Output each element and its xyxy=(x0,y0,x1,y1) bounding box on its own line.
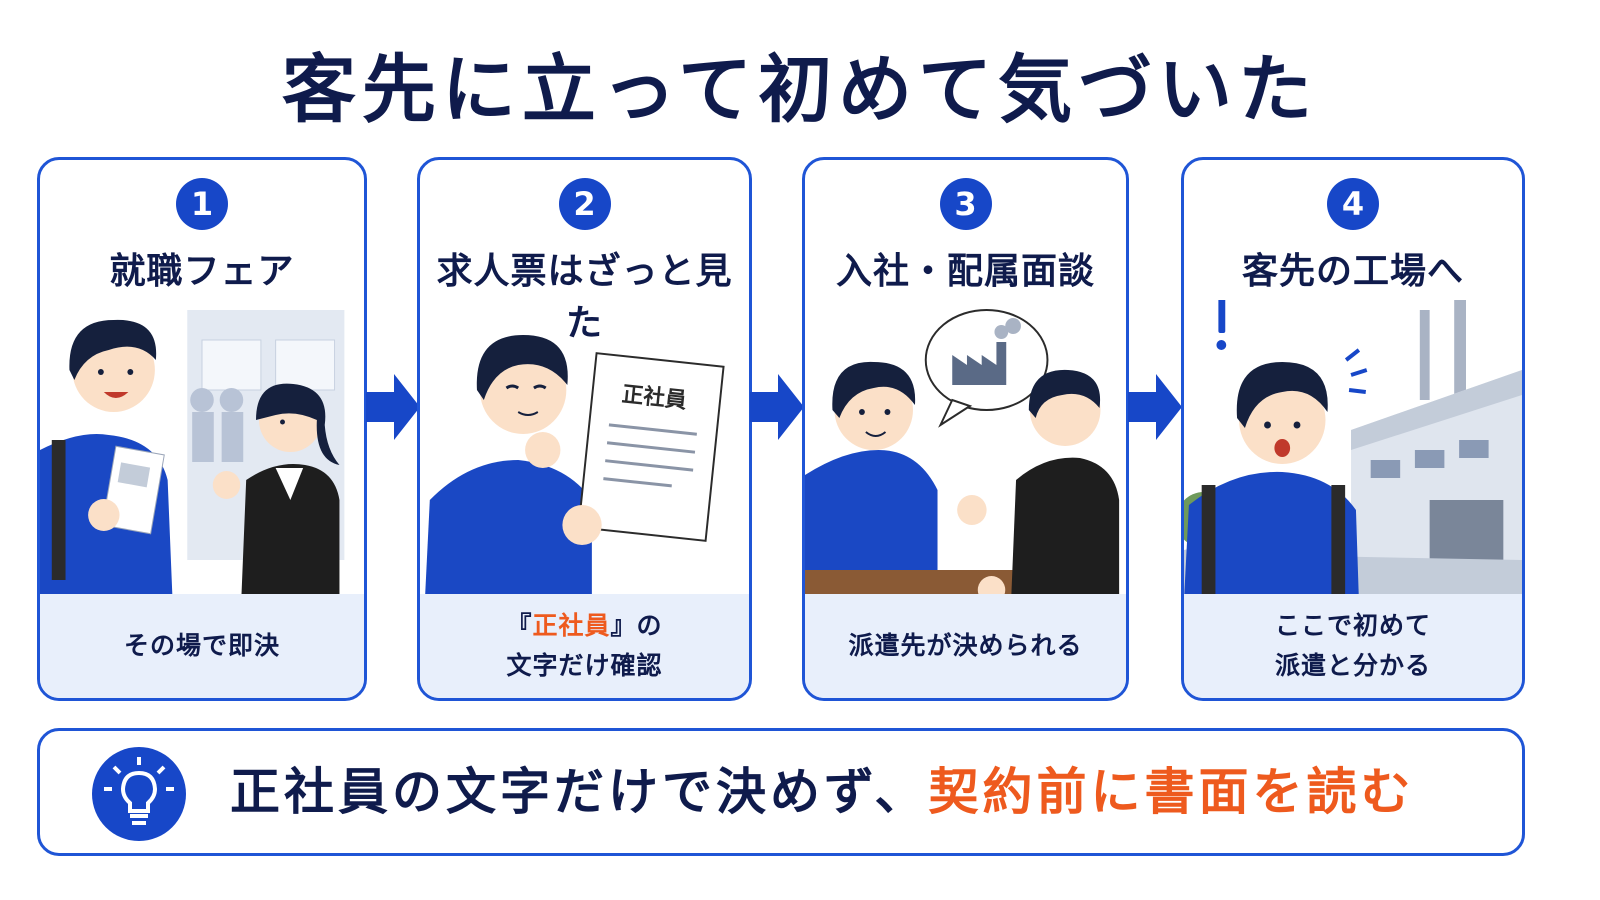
lightbulb-icon xyxy=(92,747,186,841)
step-number-badge: 1 xyxy=(176,178,228,230)
advice-message: 正社員の文字だけで決めず、契約前に書面を読む xyxy=(230,731,1415,853)
caption-line: その場で即決 xyxy=(123,631,280,660)
step-card-1: 1 就職フェア その場で即決 xyxy=(37,157,367,701)
job-listing-illustration: 正社員 xyxy=(424,335,725,600)
step-title: 求人票はざっと見た xyxy=(436,251,733,344)
caption-highlight: 正社員 xyxy=(532,611,611,640)
factory-icon xyxy=(952,318,1021,385)
step-card-2: 2 求人票はざっと見た 正社員 『正社員』の 文字だけ確認 xyxy=(417,157,752,701)
step-number-badge: 2 xyxy=(558,178,611,230)
step-caption: ここで初めて 派遣と分かる xyxy=(1184,594,1522,698)
arrow-right-icon xyxy=(366,374,420,440)
advice-box: 正社員の文字だけで決めず、契約前に書面を読む xyxy=(37,728,1525,856)
page-title: 客先に立って初めて気づいた xyxy=(281,47,1319,133)
step-card-3: 3 入社・配属面談 派遣先が決められる xyxy=(802,157,1129,701)
caption-line: 派遣と分かる xyxy=(1274,651,1431,680)
step-caption: 派遣先が決められる xyxy=(805,594,1126,698)
advice-highlight: 契約前に書面を読む xyxy=(928,763,1415,821)
advice-text: 正社員の文字だけで決めず、 xyxy=(230,763,929,821)
step-number-badge: 3 xyxy=(939,178,992,230)
arrow-right-icon xyxy=(1128,374,1182,440)
step-number-badge: 4 xyxy=(1327,178,1379,230)
step-title: 入社・配属面談 xyxy=(835,251,1095,292)
caption-bracket-close: 』の xyxy=(610,611,663,640)
step-card-4: 4 客先の工場へ ここで初めて 派遣と分かる xyxy=(1181,157,1525,701)
step-caption: その場で即決 xyxy=(40,594,364,698)
caption-line: 『正社員』の xyxy=(506,606,662,646)
step-title: 就職フェア xyxy=(109,251,295,292)
caption-line: 文字だけ確認 xyxy=(506,651,663,680)
caption-bracket-open: 『 xyxy=(506,611,533,640)
caption-line: ここで初めて xyxy=(1274,611,1431,640)
caption-line: 派遣先が決められる xyxy=(848,631,1083,660)
placement-interview-illustration xyxy=(805,309,1120,600)
job-fair-illustration xyxy=(40,310,345,600)
step-caption: 『正社員』の 文字だけ確認 xyxy=(420,594,749,698)
factory-arrival-illustration xyxy=(1184,300,1522,600)
arrow-right-icon xyxy=(750,374,804,440)
step-title: 客先の工場へ xyxy=(1241,251,1464,292)
